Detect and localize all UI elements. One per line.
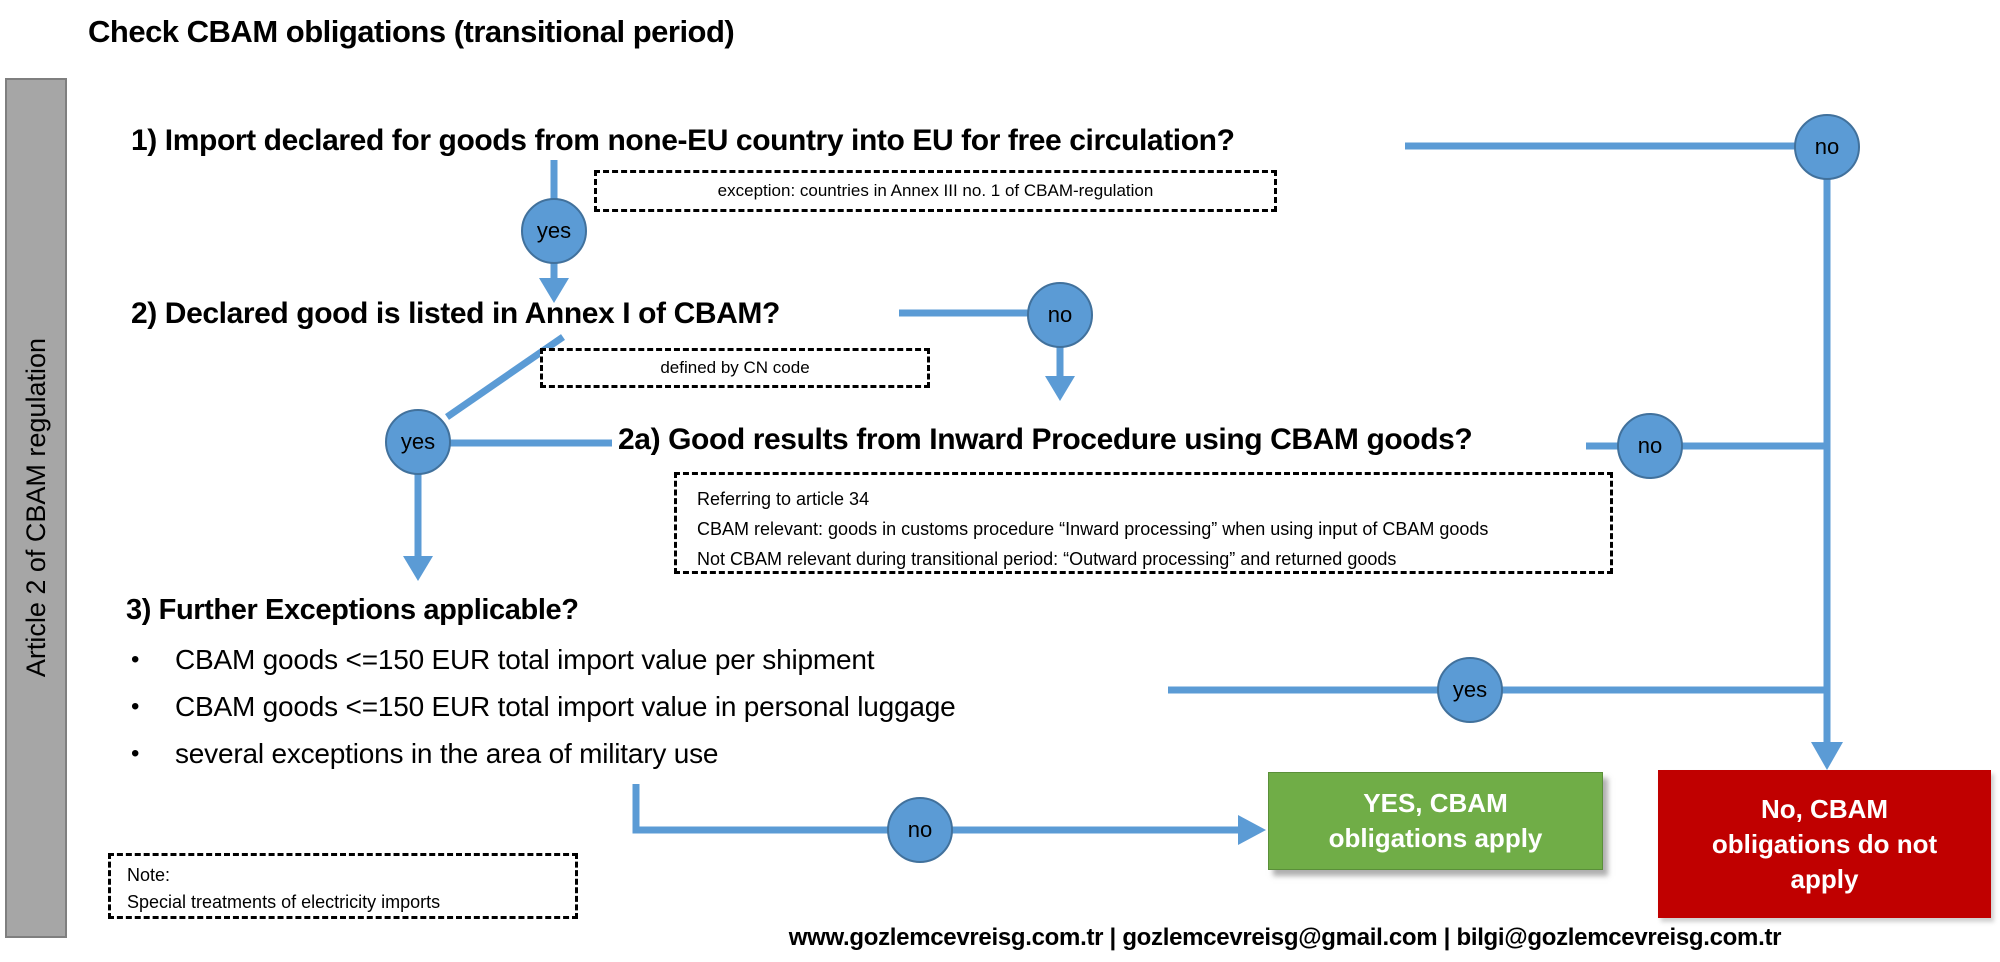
sidebar-label: Article 2 of CBAM regulation xyxy=(20,338,51,678)
decision-no-q3: no xyxy=(887,797,953,863)
question-2: 2) Declared good is listed in Annex I of… xyxy=(131,297,780,330)
sidebar-article-bar: Article 2 of CBAM regulation xyxy=(5,78,67,938)
result-yes-obligations-box: YES, CBAM obligations apply xyxy=(1268,772,1603,870)
note-line-2: Special treatments of electricity import… xyxy=(127,892,441,912)
bullet-dot-icon: • xyxy=(131,739,140,767)
decision-no-q2a: no xyxy=(1617,413,1683,479)
q2a-note-line-2: CBAM relevant: goods in customs procedur… xyxy=(697,519,1489,539)
arrow-into-q2 xyxy=(539,278,569,303)
q3-bullet-row: • several exceptions in the area of mili… xyxy=(131,730,955,777)
bullet-dot-icon: • xyxy=(131,692,140,720)
decision-yes-q1: yes xyxy=(521,198,587,264)
question-1: 1) Import declared for goods from none-E… xyxy=(131,124,1235,157)
connector-q3-no-elbow xyxy=(632,784,1240,834)
q2-cn-code-note: defined by CN code xyxy=(660,358,810,377)
q2-cn-code-note-box: defined by CN code xyxy=(540,348,930,388)
question-3: 3) Further Exceptions applicable? xyxy=(126,594,579,626)
decision-yes-q2: yes xyxy=(385,409,451,475)
result-no-obligations-box: No, CBAM obligations do not apply xyxy=(1658,770,1991,918)
arrow-into-red-box xyxy=(1811,742,1843,770)
result-no-line-1: No, CBAM xyxy=(1760,793,1889,824)
arrow-into-green-box xyxy=(1238,815,1266,845)
arrow-into-q2a xyxy=(1045,376,1075,401)
arrow-into-q3 xyxy=(403,556,433,581)
result-yes-line-1: YES, CBAM xyxy=(1363,788,1508,818)
q1-exception-note-box: exception: countries in Annex III no. 1 … xyxy=(594,170,1277,212)
q2a-note-line-1: Referring to article 34 xyxy=(697,489,870,509)
q1-exception-note: exception: countries in Annex III no. 1 … xyxy=(717,181,1154,200)
note-line-1: Note: xyxy=(127,865,171,885)
page-title: Check CBAM obligations (transitional per… xyxy=(88,14,735,49)
result-yes-line-2: obligations apply xyxy=(1328,823,1543,853)
q3-bullet-list: • CBAM goods <=150 EUR total import valu… xyxy=(131,636,956,777)
q3-bullet-3: several exceptions in the area of milita… xyxy=(175,737,719,769)
result-no-line-2: obligations do not xyxy=(1711,828,1938,859)
footer-contact-info: www.gozlemcevreisg.com.tr | gozlemcevrei… xyxy=(788,924,1782,951)
decision-no-q1: no xyxy=(1794,114,1860,180)
q3-bullet-row: • CBAM goods <=150 EUR total import valu… xyxy=(131,636,955,683)
result-no-line-3: apply xyxy=(1790,863,1859,894)
decision-yes-q3: yes xyxy=(1437,657,1503,723)
decision-no-q2: no xyxy=(1027,282,1093,348)
q2a-note-box: Referring to article 34 CBAM relevant: g… xyxy=(674,472,1613,574)
electricity-note-box: Note: Special treatments of electricity … xyxy=(108,853,578,919)
q3-bullet-1: CBAM goods <=150 EUR total import value … xyxy=(175,643,875,675)
q3-bullet-row: • CBAM goods <=150 EUR total import valu… xyxy=(131,683,956,730)
q2a-note-line-3: Not CBAM relevant during transitional pe… xyxy=(697,549,1397,569)
q3-bullet-2: CBAM goods <=150 EUR total import value … xyxy=(175,690,956,722)
bullet-dot-icon: • xyxy=(131,645,140,673)
question-2a: 2a) Good results from Inward Procedure u… xyxy=(618,423,1473,456)
